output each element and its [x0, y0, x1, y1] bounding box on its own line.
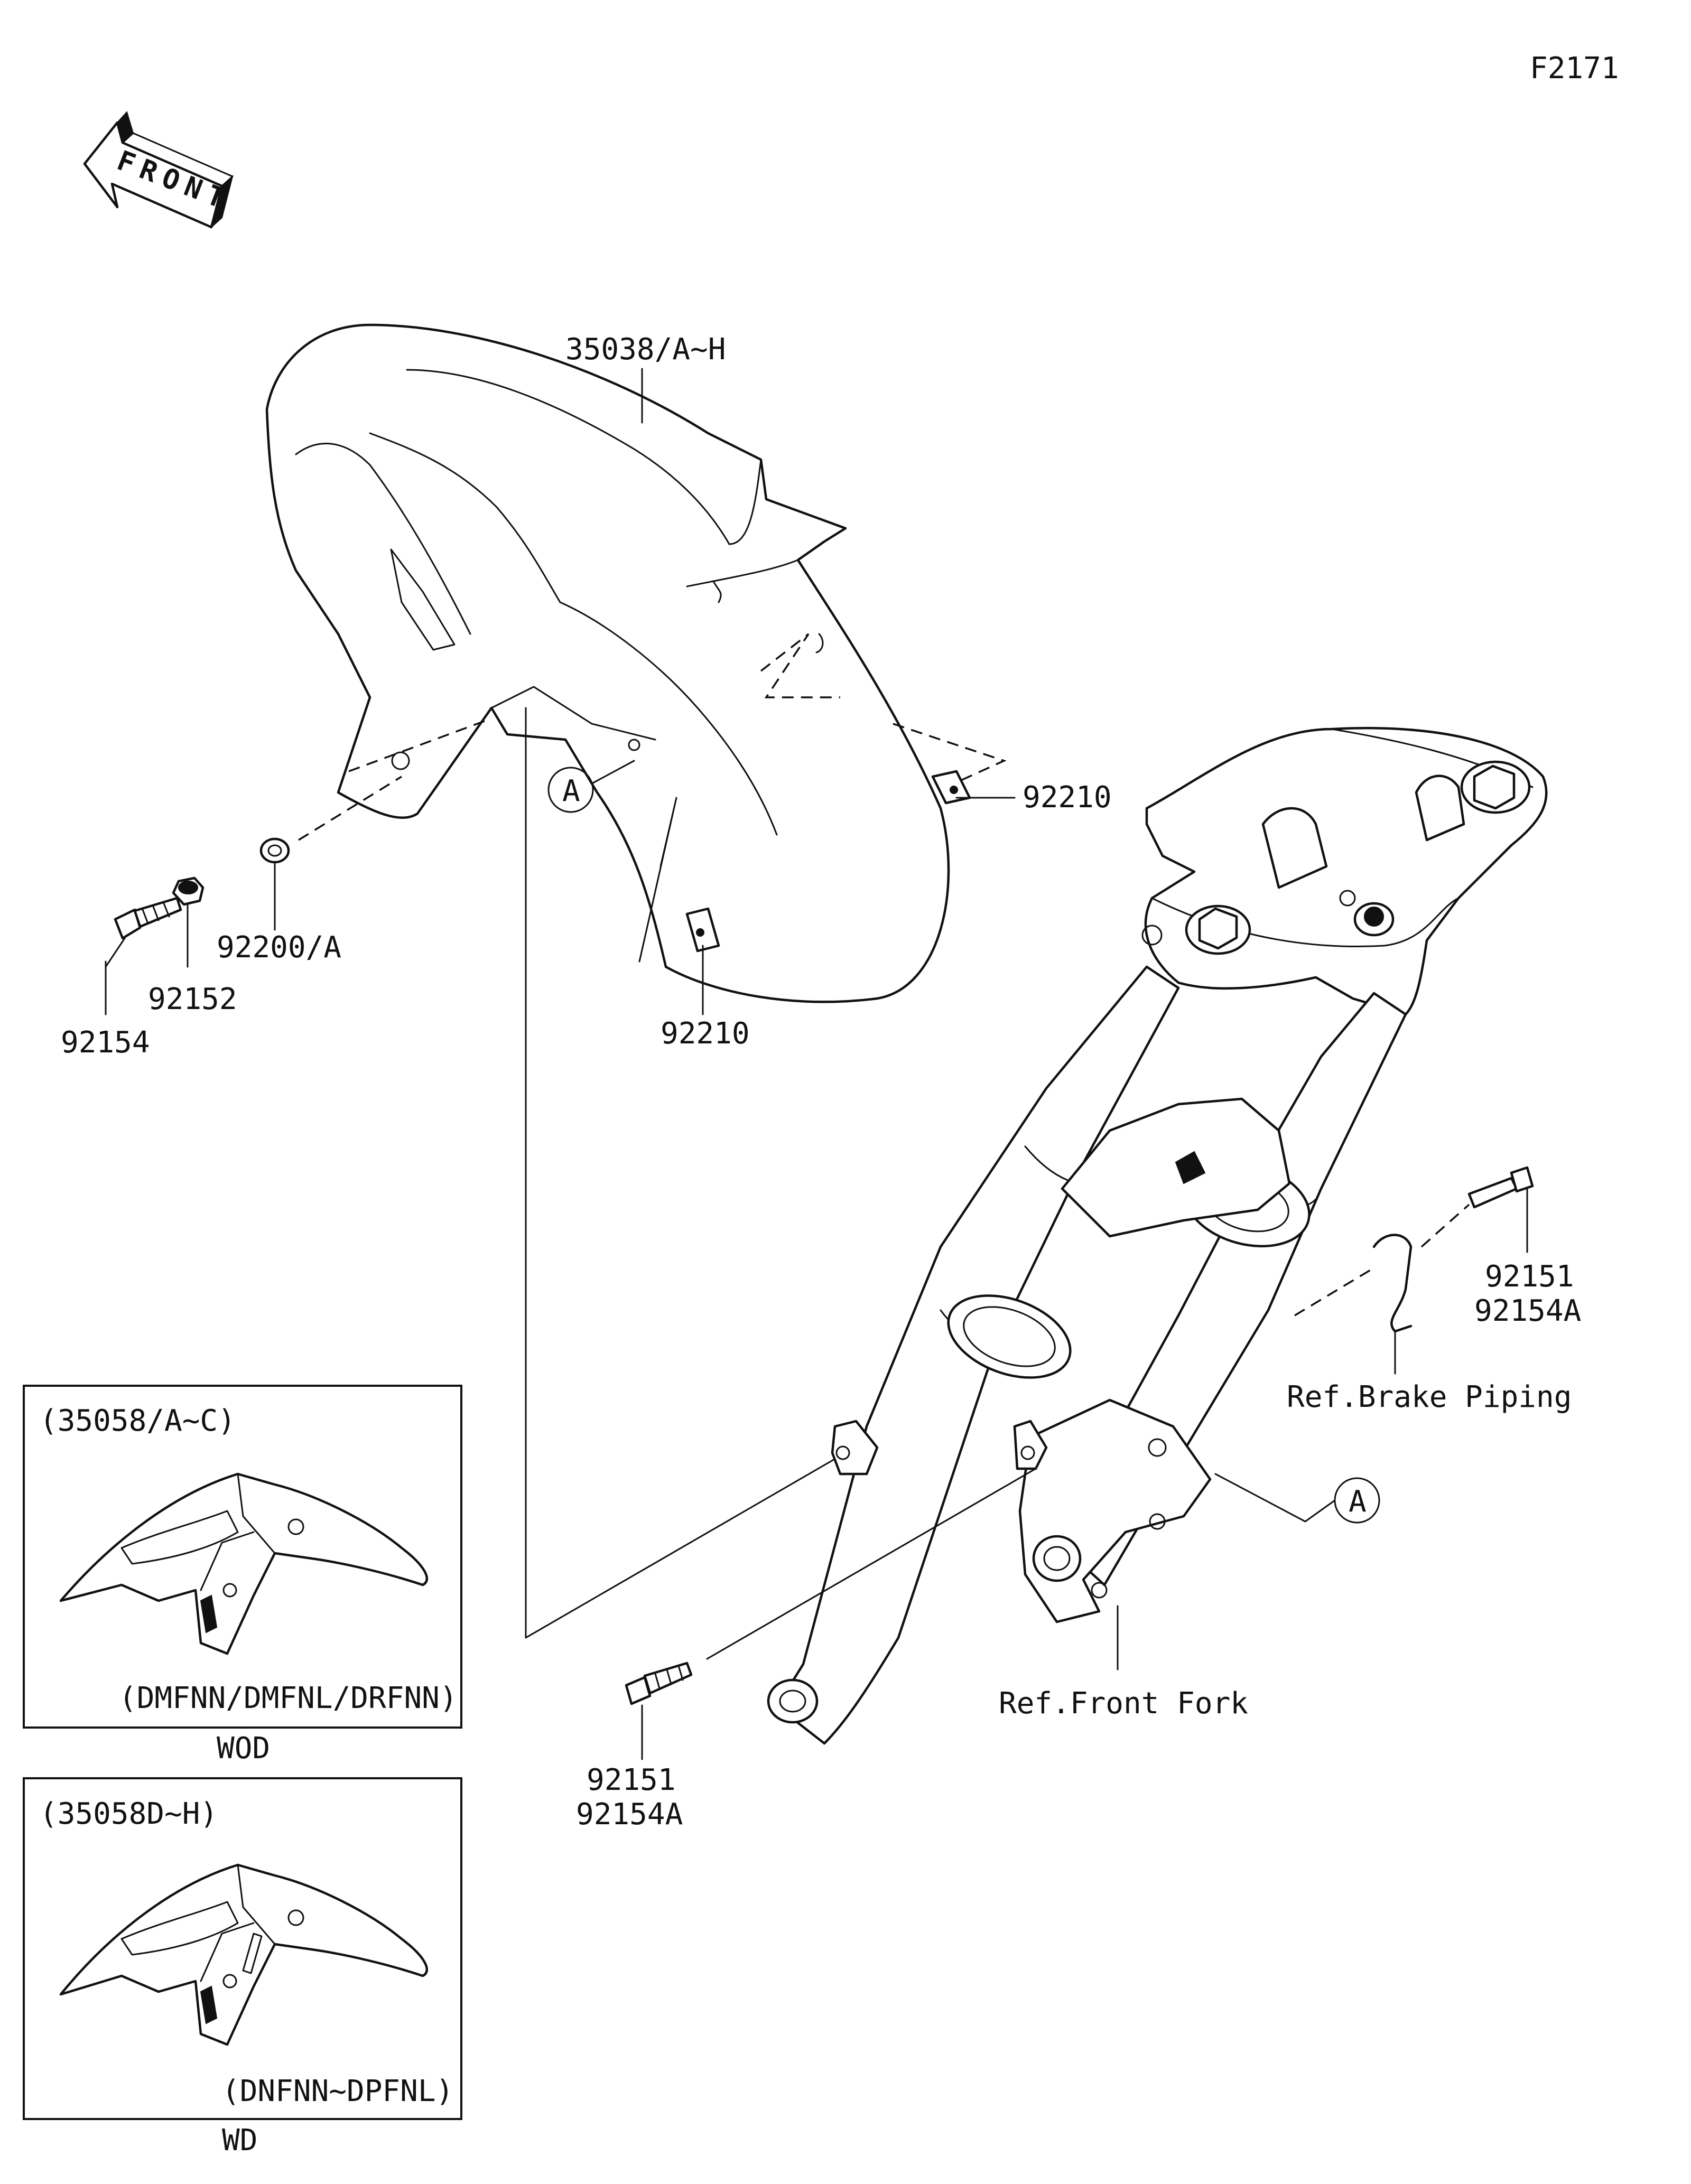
front-fork — [767, 726, 1548, 1745]
callout-bolt-left: 92154 — [61, 1025, 150, 1060]
front-fender — [265, 323, 950, 1003]
callout-bolt-bottom-b: 92154A — [576, 1797, 683, 1832]
variant-box-wod: (35058/A~C) (DMFNN/DMFNL/DRFNN) WOD — [23, 1385, 462, 1766]
nut: 92152 — [148, 876, 237, 1016]
callout-bolt-bottom-a: 92151 — [587, 1763, 676, 1797]
front-arrow-icon: FRONT — [83, 111, 236, 229]
ref-brake-piping: Ref.Brake Piping — [1287, 1380, 1572, 1414]
callout-clip-lower: 92210 — [661, 1016, 750, 1051]
clip-lower: 92210 — [638, 797, 750, 1051]
washer: 92200/A — [217, 837, 341, 965]
ref-front-fork: Ref.Front Fork — [999, 1686, 1248, 1721]
bolt-bottom — [625, 1468, 1037, 1760]
variant-models-2: (DNFNN~DPFNL) — [222, 2074, 453, 2108]
variant-box-wd: (35058D~H) (DNFNN~DPFNL) WD — [23, 1777, 462, 2158]
clip-upper: 92210 — [893, 723, 1112, 815]
variant-models-1: (DMFNN/DMFNL/DRFNN) — [119, 1681, 458, 1715]
variant-caption-2: WD — [222, 2123, 257, 2158]
bolt-left: 92154 — [61, 897, 182, 1060]
marker-a-left-icon — [547, 767, 594, 813]
marker-a-right: A — [1349, 1485, 1367, 1519]
variant-caption-1: WOD — [217, 1731, 270, 1766]
callout-bolt-right-b: 92154A — [1474, 1294, 1581, 1328]
callout-clip-upper: 92210 — [1023, 780, 1112, 815]
diagram-id: F2171 — [1530, 51, 1619, 86]
variant-parts-1: (35058/A~C) — [40, 1404, 236, 1438]
callout-washer: 92200/A — [217, 930, 341, 965]
variant-parts-2: (35058D~H) — [40, 1797, 218, 1831]
callout-fender: 35038/A~H — [565, 332, 726, 367]
brake-clip — [1294, 1234, 1413, 1375]
bolt-right — [1420, 1166, 1534, 1253]
callout-bolt-right-a: 92151 — [1485, 1259, 1574, 1294]
callout-nut: 92152 — [148, 982, 237, 1016]
marker-a-left: A — [562, 774, 580, 808]
